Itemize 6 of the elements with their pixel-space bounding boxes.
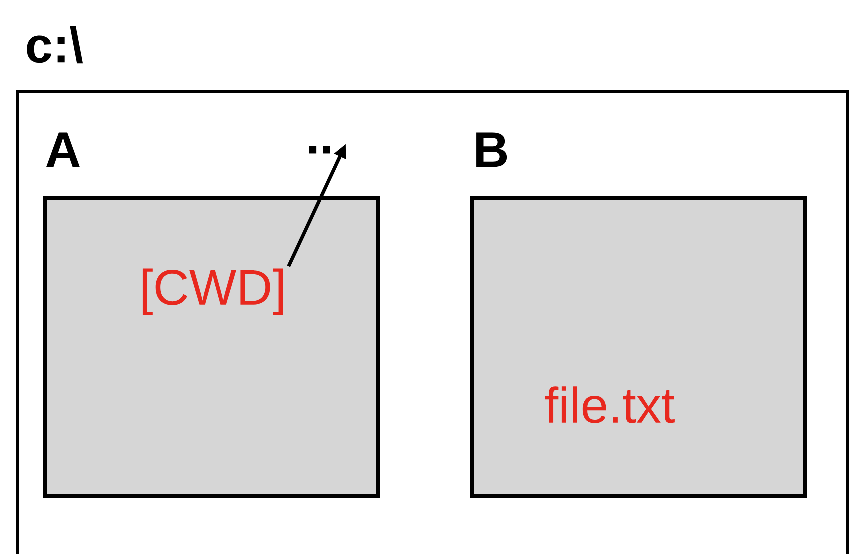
folder-name: c:\ [27, 26, 84, 64]
cwd-label: [CWD] [142, 268, 284, 316]
folder-name: A [46, 132, 80, 168]
file-name: file.txt [545, 386, 675, 424]
folder-name: B [476, 132, 508, 168]
parent-dir-label: .. [310, 146, 330, 154]
